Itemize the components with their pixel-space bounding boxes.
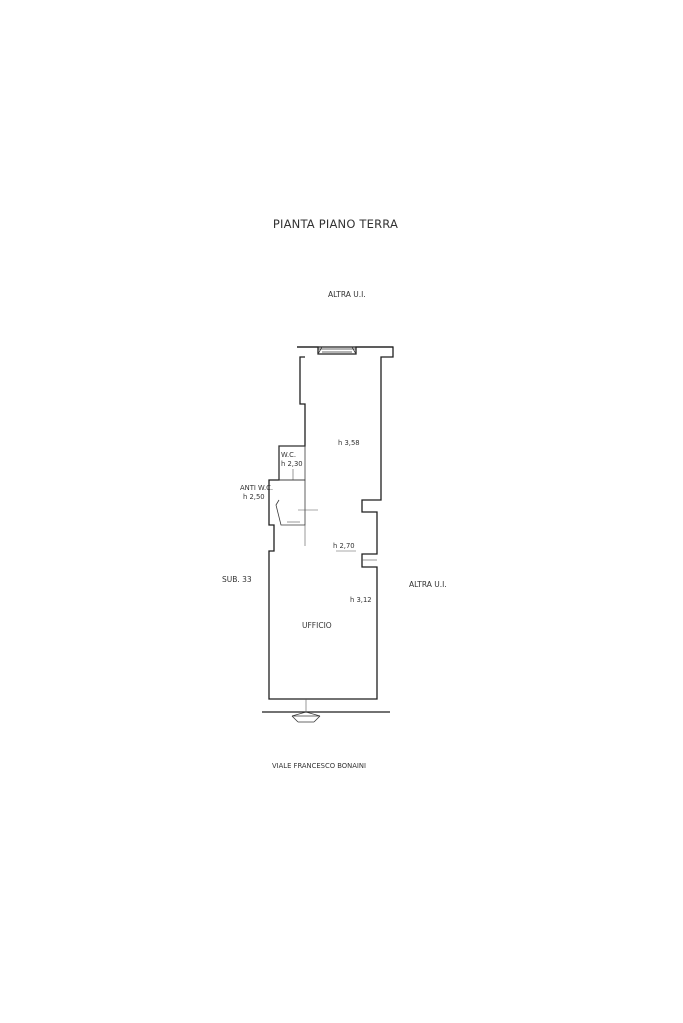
- plan-walls: [262, 346, 394, 723]
- plan-title: PIANTA PIANO TERRA: [272, 217, 399, 231]
- passage-height: h 2,70: [333, 542, 355, 550]
- top-entrance-recess: [317, 346, 357, 355]
- anti-wc-label: ANTI W.C.: [240, 484, 274, 492]
- outer-wall: [268, 346, 394, 700]
- neighbor-east-label: ALTRA U.I.: [409, 580, 447, 589]
- street-name-label: VIALE FRANCESCO BONAINI: [272, 762, 366, 770]
- wc-label: W.C.: [281, 451, 297, 459]
- anti-wc-height: h 2,50: [243, 493, 265, 501]
- wc-height: h 2,30: [281, 460, 303, 468]
- neighbor-west-label: SUB. 33: [222, 575, 252, 584]
- office-height: h 3,12: [350, 596, 372, 604]
- upper-room-height: h 3,58: [338, 439, 360, 447]
- office-label: UFFICIO: [302, 621, 332, 630]
- bottom-entrance-door: [291, 711, 321, 723]
- anti-wc-room-box: [275, 479, 306, 526]
- neighbor-north-label: ALTRA U.I.: [328, 290, 366, 299]
